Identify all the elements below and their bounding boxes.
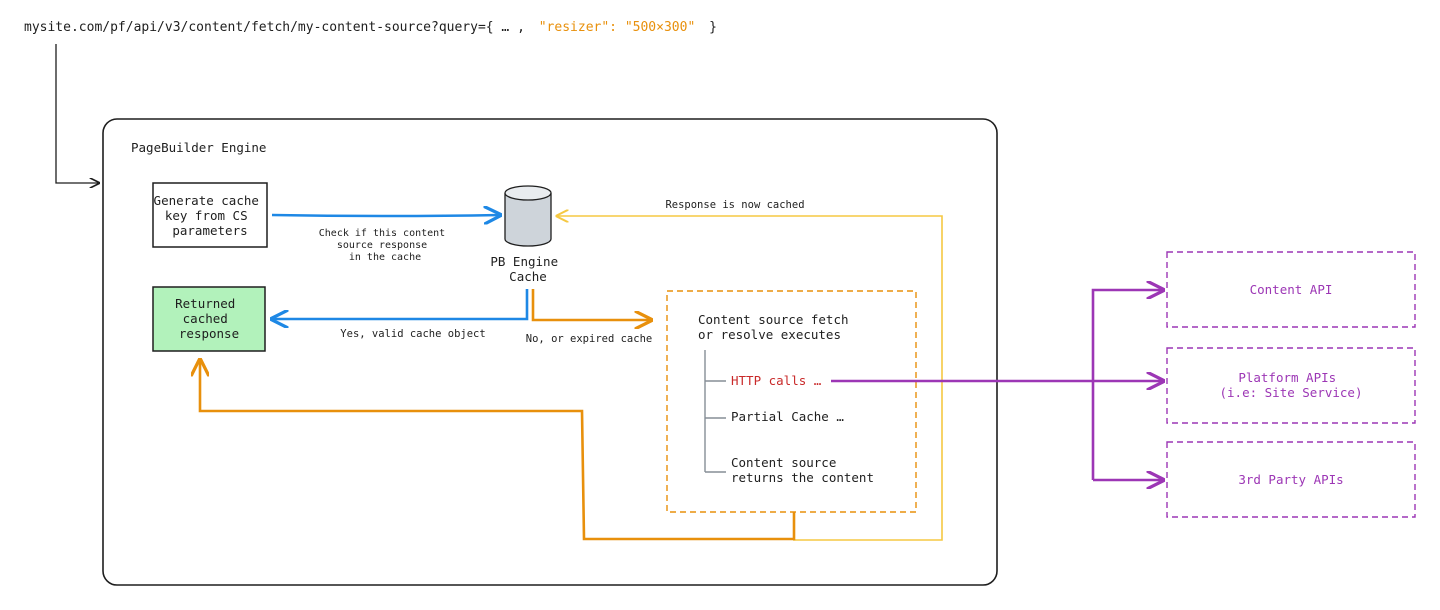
http-to-content-api-arrow [1091,290,1163,480]
platform-apis-label: Platform APIs (i.e: Site Service) [1220,370,1363,400]
http-calls-label: HTTP calls … [731,373,822,388]
generate-cache-key-label: Generate cache key from CS parameters [154,193,267,238]
request-url: mysite.com/pf/api/v3/content/fetch/my-co… [24,20,717,35]
partial-cache-label: Partial Cache … [731,409,844,424]
expired-cache-arrow [531,289,651,320]
database-icon [504,185,552,201]
content-source-fetch-label: Content source fetch or resolve executes [698,312,856,342]
substep-tree [704,350,726,473]
expired-cache-label: No, or expired cache [526,333,652,345]
url-suffix: } [709,20,717,35]
returned-cached-response-label: Returned cached response [175,296,243,341]
third-party-apis-label: 3rd Party APIs [1238,472,1343,487]
third-party-apis-node: 3rd Party APIs [1166,441,1416,518]
url-prefix: mysite.com/pf/api/v3/content/fetch/my-co… [24,20,525,35]
content-source-fetch-node: Content source fetch or resolve executes… [666,290,917,513]
engine-title: PageBuilder Engine [131,140,266,155]
check-cache-arrow [271,215,500,216]
generate-cache-key-node: Generate cache key from CS parameters [152,182,268,248]
content-source-returns-label: Content source returns the content [731,455,874,485]
pb-engine-cache-label: PB Engine Cache [490,254,565,284]
platform-apis-node: Platform APIs (i.e: Site Service) [1166,347,1416,424]
valid-cache-label: Yes, valid cache object [340,328,485,340]
content-api-node: Content API [1166,251,1416,328]
return-content-arrow [200,360,796,541]
entry-arrow [55,44,99,183]
response-cached-label: Response is now cached [665,199,804,211]
returned-cached-response-node: Returned cached response [152,286,266,352]
content-api-label: Content API [1250,282,1333,297]
check-cache-label: Check if this content source response in… [319,228,451,263]
response-cached-arrow [557,216,943,541]
valid-cache-arrow [272,289,529,319]
pb-engine-cache-node: PB Engine Cache [490,185,565,284]
url-resizer-param: "resizer": "500×300" [539,20,696,35]
pagebuilder-engine-container [102,118,998,586]
